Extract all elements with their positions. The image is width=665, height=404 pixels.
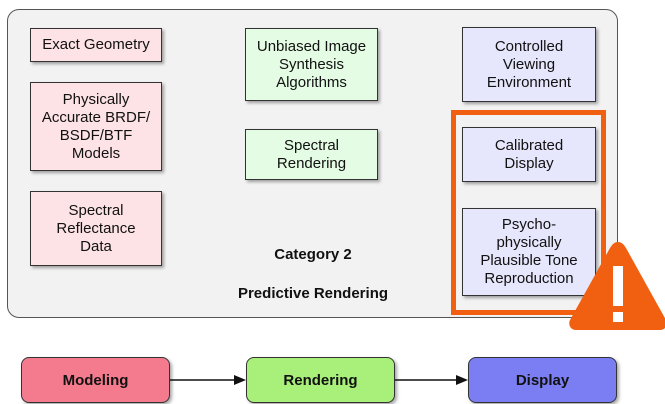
category-title: Predictive Rendering [237,285,389,302]
spectral-rendering-box: Spectral Rendering [245,129,378,180]
rendering-to-display-arrow [395,375,468,385]
controlled-viewing-box: Controlled Viewing Environment [462,27,596,102]
category-number: Category 2 [274,246,352,263]
display-stage: Display [468,357,617,403]
warning-icon [569,242,665,330]
calibrated-display-box: Calibrated Display [462,127,596,182]
brdf-models-box: Physically Accurate BRDF/ BSDF/BTF Model… [30,82,162,171]
modeling-stage: Modeling [21,357,170,403]
spectral-reflectance-box: Spectral Reflectance Data [30,191,162,266]
unbiased-synthesis-box: Unbiased Image Synthesis Algorithms [245,28,378,101]
tone-reproduction-box: Psycho- physically Plausible Tone Reprod… [462,208,596,296]
rendering-stage: Rendering [246,357,395,403]
exact-geometry-box: Exact Geometry [30,28,162,62]
highlight-frame [451,110,606,315]
modeling-to-rendering-arrow [170,375,246,385]
